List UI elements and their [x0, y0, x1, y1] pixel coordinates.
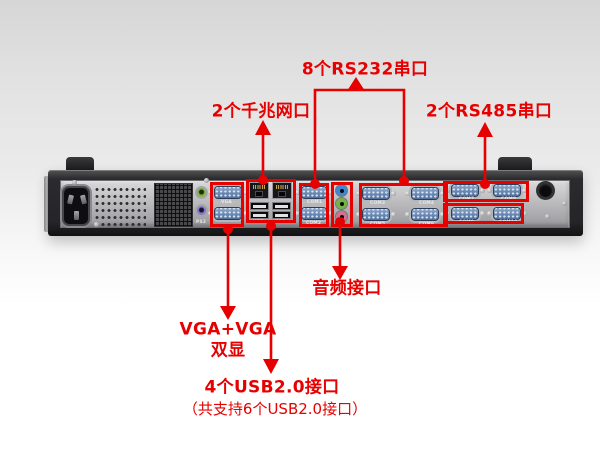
vga-callout-label-line1: VGA+VGA — [179, 319, 277, 340]
mid-com-bank-highlight-box — [359, 183, 448, 227]
usb-port-4 — [272, 211, 291, 219]
vga-callout-label-line2: 双显 — [210, 340, 246, 361]
usb-arrowhead-down — [263, 359, 279, 374]
lan-usb-highlight-box — [246, 179, 296, 223]
lan-port-2 — [272, 182, 292, 199]
ps2-mouse-port — [195, 204, 208, 217]
com8-label: COM8 — [501, 196, 517, 202]
lan-port-1 — [249, 182, 269, 199]
panel-screw — [545, 214, 550, 219]
com3-port — [356, 188, 396, 199]
dc-power-hole — [539, 184, 552, 197]
ps2-port-label: PS2 — [196, 219, 207, 225]
vent-mesh — [154, 183, 193, 227]
com5-label: COM5 — [370, 221, 386, 227]
com5-port — [356, 209, 396, 220]
com6-port — [405, 209, 445, 220]
vga-port-label: VGA — [221, 199, 233, 205]
rs232-callout-label: 8个RS232串口 — [301, 59, 429, 80]
usb-port-1 — [250, 202, 269, 210]
panel-screw — [72, 180, 77, 185]
com4-port — [405, 188, 445, 199]
lan-arrowhead-up — [255, 120, 271, 135]
rack-handle-right — [498, 157, 532, 173]
com8-port — [487, 185, 527, 196]
rack-ear-left — [44, 176, 49, 232]
usb-callout-label: 4个USB2.0接口 — [204, 377, 340, 398]
audio-linein-jack — [336, 185, 347, 196]
lan-callout-label: 2个千兆网口 — [211, 101, 311, 122]
panel-screw — [94, 222, 99, 227]
usb-callout-note: （共支持6个USB2.0接口） — [182, 399, 368, 418]
rack-handle-left — [66, 157, 94, 173]
com3-label: COM3 — [370, 200, 386, 206]
right-bottom-com-highlight-box — [443, 203, 524, 224]
panel-screw — [204, 178, 209, 183]
com1-label: COM1 — [307, 199, 323, 205]
panel-screw — [562, 201, 567, 206]
com10-port — [487, 208, 527, 219]
com1-port — [295, 187, 333, 198]
ac-pin — [74, 211, 79, 220]
vent-hole-grid — [94, 186, 146, 226]
vga-highlight-box — [210, 182, 244, 227]
usb-port-3 — [272, 202, 291, 210]
com1-com2-highlight-box — [299, 183, 329, 227]
rs485-callout-label: 2个RS485串口 — [425, 101, 553, 122]
audio-callout-label: 音频接口 — [312, 278, 382, 299]
com2-label: COM2 — [306, 220, 322, 226]
ac-power-inlet — [62, 186, 90, 226]
ps2-keyboard-port — [195, 186, 208, 199]
ac-pin — [66, 194, 75, 205]
rs485-highlight-box — [443, 181, 529, 202]
ac-pin — [79, 194, 88, 205]
com6-label: COM6 — [419, 221, 435, 227]
vga-arrowhead-down — [220, 306, 236, 320]
usb-port-2 — [250, 211, 269, 219]
audio-highlight-box — [331, 182, 353, 227]
com4-label: COM4 — [419, 200, 435, 206]
rs485-arrowhead-up — [477, 122, 493, 137]
com2-port — [295, 208, 333, 219]
com7-label: COM7 — [459, 196, 475, 202]
audio-mic-jack — [336, 211, 347, 222]
audio-lineout-jack — [336, 198, 347, 209]
